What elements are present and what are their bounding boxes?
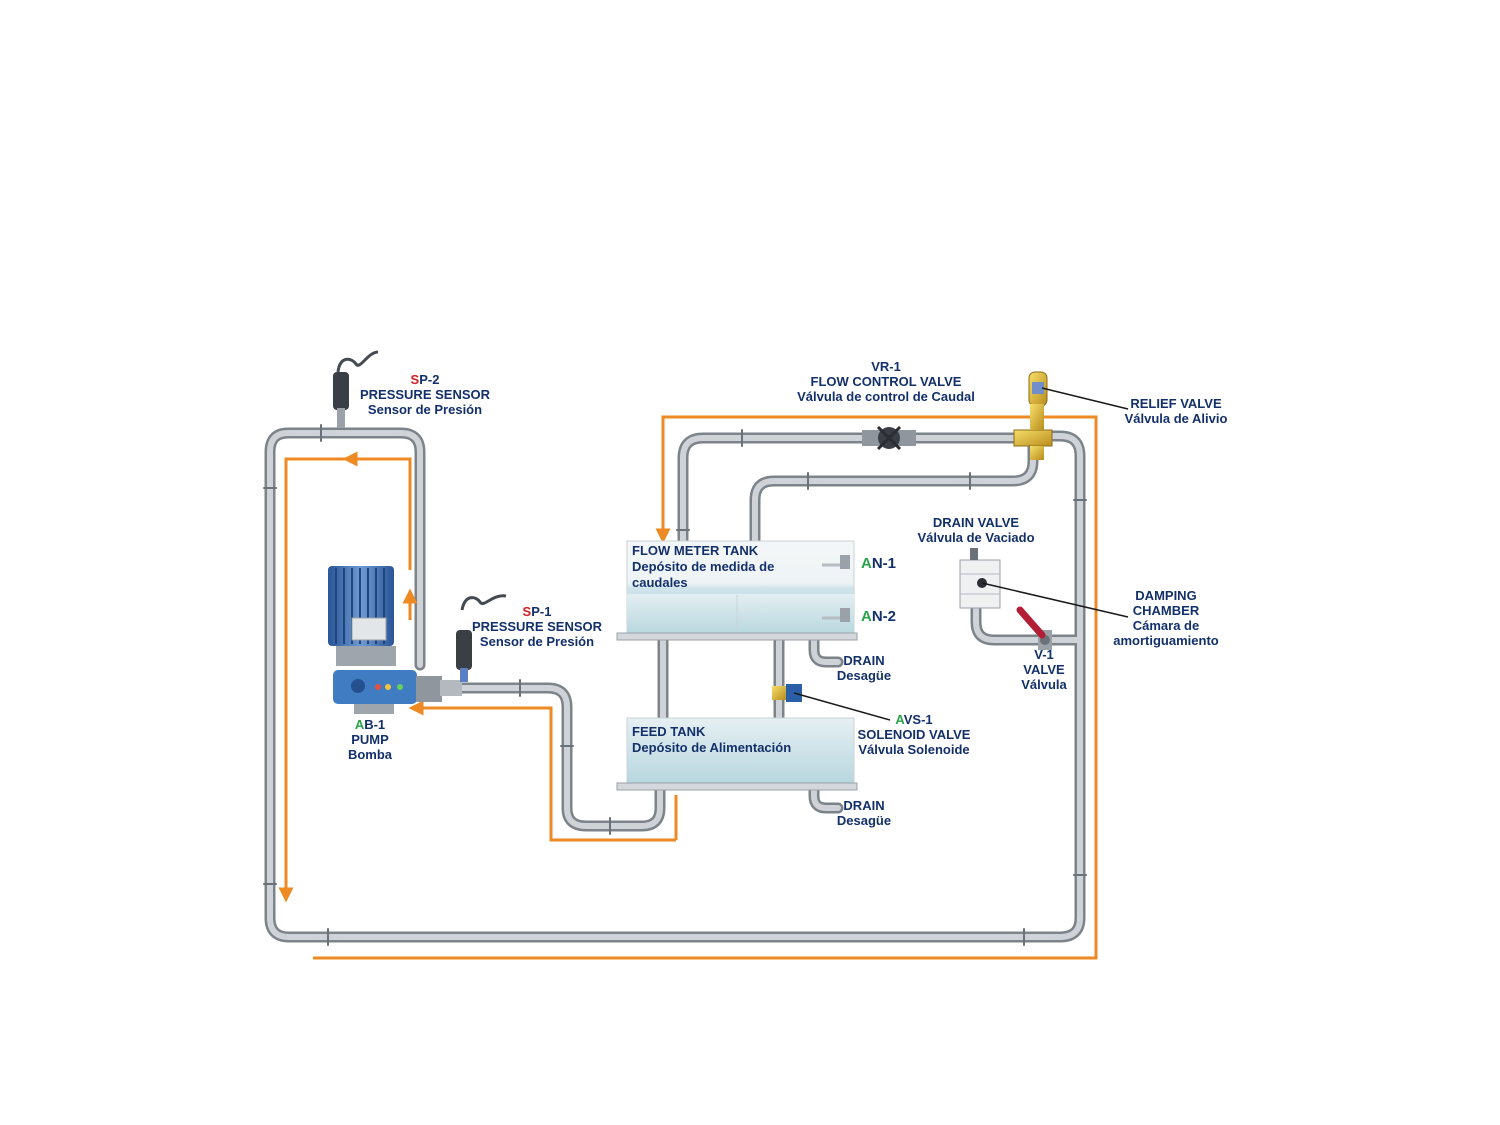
damping-name-es-1: Cámara de: [1132, 618, 1200, 633]
relief-valve-label: RELIEF VALVE Válvula de Alivio: [1125, 396, 1228, 426]
an1-label: AN-1: [861, 556, 896, 571]
avs1-id: AVS-1: [858, 712, 971, 727]
v1-name: VALVE: [1023, 662, 1065, 677]
flow-line-outer: [313, 415, 1098, 960]
v1-label: V-1 VALVE Válvula: [1021, 647, 1067, 692]
ab1-prefix: A: [354, 717, 365, 732]
sp2-name-es: Sensor de Presión: [367, 402, 483, 417]
flow-line-return: [408, 700, 676, 842]
sp2-label: SP-2 PRESSURE SENSOR Sensor de Presión: [360, 372, 490, 417]
sp2-name: PRESSURE SENSOR: [359, 387, 491, 402]
ab1-name-es: Bomba: [347, 747, 393, 762]
damping-chamber-graphic: [959, 548, 1001, 609]
ab1-label: AB-1 PUMP Bomba: [348, 717, 392, 762]
ab1-id: AB-1: [348, 717, 392, 732]
flow-meter-tank-name-es-2: caudales: [632, 575, 688, 590]
avs1-name-es: Válvula Solenoide: [858, 742, 970, 757]
damping-chamber-label: DAMPING CHAMBER Cámara de amortiguamient…: [1113, 588, 1218, 648]
sp1-label: SP-1 PRESSURE SENSOR Sensor de Presión: [472, 604, 602, 649]
feed-tank-name-es: Depósito de Alimentación: [632, 740, 792, 755]
drain-upper-name: DRAIN: [843, 653, 885, 668]
pipe-network: [263, 424, 1087, 946]
drain-upper-label: DRAIN Desagüe: [837, 653, 891, 683]
ab1-id-rest: B-1: [364, 717, 386, 732]
sp1-name-es: Sensor de Presión: [479, 634, 595, 649]
ab1-name: PUMP: [351, 732, 389, 747]
flow-meter-tank-name-es-1: Depósito de medida de: [632, 559, 775, 574]
feed-tank-shape: [616, 717, 858, 791]
drain-lower-name-es: Desagüe: [836, 813, 892, 828]
drain-upper-name-es: Desagüe: [836, 668, 892, 683]
flow-arrows: [278, 415, 1098, 960]
avs1-label: AVS-1 SOLENOID VALVE Válvula Solenoide: [858, 712, 971, 757]
damping-name-1: DAMPING: [1135, 588, 1197, 603]
flow-control-valve-graphic: [862, 425, 916, 451]
pressure-sensor-sp2-graphic: [333, 350, 379, 428]
flow-meter-tank-name: FLOW METER TANK: [632, 543, 759, 558]
vr1-name-es: Válvula de control de Caudal: [797, 389, 975, 404]
drain-valve-v1-graphic: [1016, 606, 1052, 650]
leader-lines: [793, 387, 1129, 721]
pressure-sensor-sp1-graphic: [456, 594, 507, 682]
sp2-prefix: S: [410, 372, 420, 387]
flow-meter-tank-label: FLOW METER TANK Depósito de medida de ca…: [632, 543, 774, 591]
damping-name-es-2: amortiguamiento: [1113, 633, 1219, 648]
avs1-prefix: A: [895, 712, 904, 727]
feed-tank-label: FEED TANK Depósito de Alimentación: [632, 724, 791, 756]
pump-graphic: [328, 566, 462, 714]
vr1-id: VR-1: [871, 359, 901, 374]
an2-id-rest: N-2: [871, 608, 897, 625]
relief-name-es: Válvula de Alivio: [1124, 411, 1228, 426]
drain-lower-name: DRAIN: [843, 798, 885, 813]
drain-lower-label: DRAIN Desagüe: [837, 798, 891, 828]
sp1-id-rest: P-1: [531, 604, 552, 619]
avs1-name: SOLENOID VALVE: [857, 727, 971, 742]
an2-label: AN-2: [861, 609, 896, 624]
v1-id: V-1: [1034, 647, 1054, 662]
vr1-label: VR-1 FLOW CONTROL VALVE Válvula de contr…: [797, 359, 975, 404]
an1-prefix: A: [861, 555, 872, 572]
sp1-name: PRESSURE SENSOR: [471, 619, 603, 634]
sp2-id: SP-2: [360, 372, 490, 387]
feed-tank-name: FEED TANK: [632, 724, 706, 739]
sp1-id: SP-1: [472, 604, 602, 619]
an1-id-rest: N-1: [871, 555, 897, 572]
flow-meter-tank-shape: [616, 540, 858, 641]
v1-name-es: Válvula: [1021, 677, 1067, 692]
drain-valve-name-es: Válvula de Vaciado: [917, 530, 1035, 545]
avs1-id-rest: VS-1: [903, 712, 933, 727]
sp2-id-rest: P-2: [419, 372, 440, 387]
vr1-name: FLOW CONTROL VALVE: [810, 374, 962, 389]
drain-valve-label: DRAIN VALVE Válvula de Vaciado: [917, 515, 1034, 545]
an2-prefix: A: [861, 608, 872, 625]
relief-name: RELIEF VALVE: [1130, 396, 1222, 411]
sp1-prefix: S: [522, 604, 532, 619]
damping-name-2: CHAMBER: [1132, 603, 1200, 618]
relief-valve-graphic: [1013, 371, 1053, 460]
drain-valve-name: DRAIN VALVE: [932, 515, 1020, 530]
solenoid-valve-graphic: [772, 684, 802, 702]
